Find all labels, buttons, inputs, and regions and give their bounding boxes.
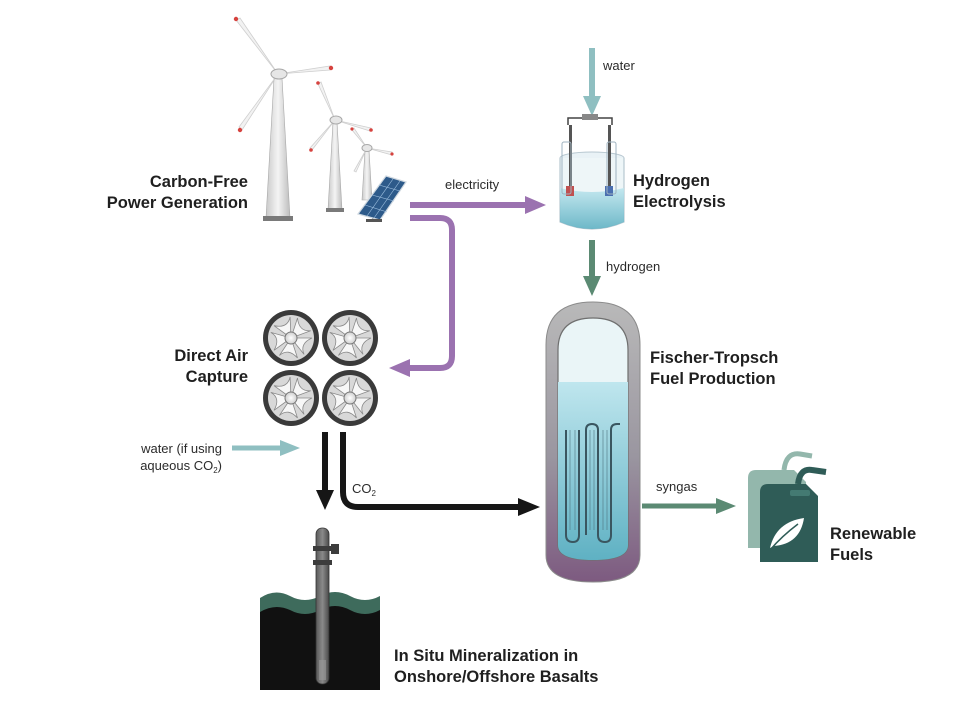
fan-icon — [263, 310, 319, 366]
fan-icon — [263, 370, 319, 426]
injection-well-icon — [313, 527, 339, 685]
electricity-arrow-to-dac — [389, 215, 455, 377]
hydrogen-label: hydrogen — [606, 259, 661, 274]
wind-turbine-icon — [350, 127, 394, 201]
mineralization-label: In Situ Mineralization in Onshore/Offsho… — [394, 647, 599, 686]
wind-turbine-icon — [233, 16, 334, 221]
renewable-fuels-label: Renewable Fuels — [830, 525, 917, 564]
fischer-tropsch-label: Fischer-Tropsch Fuel Production — [650, 349, 779, 388]
leaf-icon — [769, 518, 804, 551]
fan-icon — [322, 370, 378, 426]
solar-panel-icon — [356, 175, 407, 222]
water-aqueous-label: water (if using aqueous CO2) — [140, 441, 222, 475]
electricity-label: electricity — [445, 177, 500, 192]
water-arrow-top — [583, 48, 601, 116]
hydrogen-arrow — [583, 240, 601, 296]
water-label-top: water — [603, 58, 635, 73]
co2-arrow-to-reactor — [340, 432, 540, 516]
co2-label: CO2 — [352, 481, 376, 498]
fuel-can-icon — [748, 451, 827, 562]
direct-air-capture-label: Direct Air Capture — [174, 347, 248, 386]
reactor-icon — [545, 301, 641, 583]
syngas-label: syngas — [656, 479, 698, 494]
wind-turbine-icon — [309, 81, 373, 212]
electrolysis-label: Hydrogen Electrolysis — [633, 172, 726, 211]
fan-icon — [322, 310, 378, 366]
electricity-arrow-to-electrolysis — [410, 196, 546, 214]
electrolysis-cell-icon — [559, 114, 625, 230]
power-generation-label: Carbon-Free Power Generation — [106, 173, 248, 212]
co2-arrow-down — [316, 432, 334, 510]
water-arrow-aqueous — [232, 440, 300, 456]
syngas-arrow — [642, 498, 736, 514]
